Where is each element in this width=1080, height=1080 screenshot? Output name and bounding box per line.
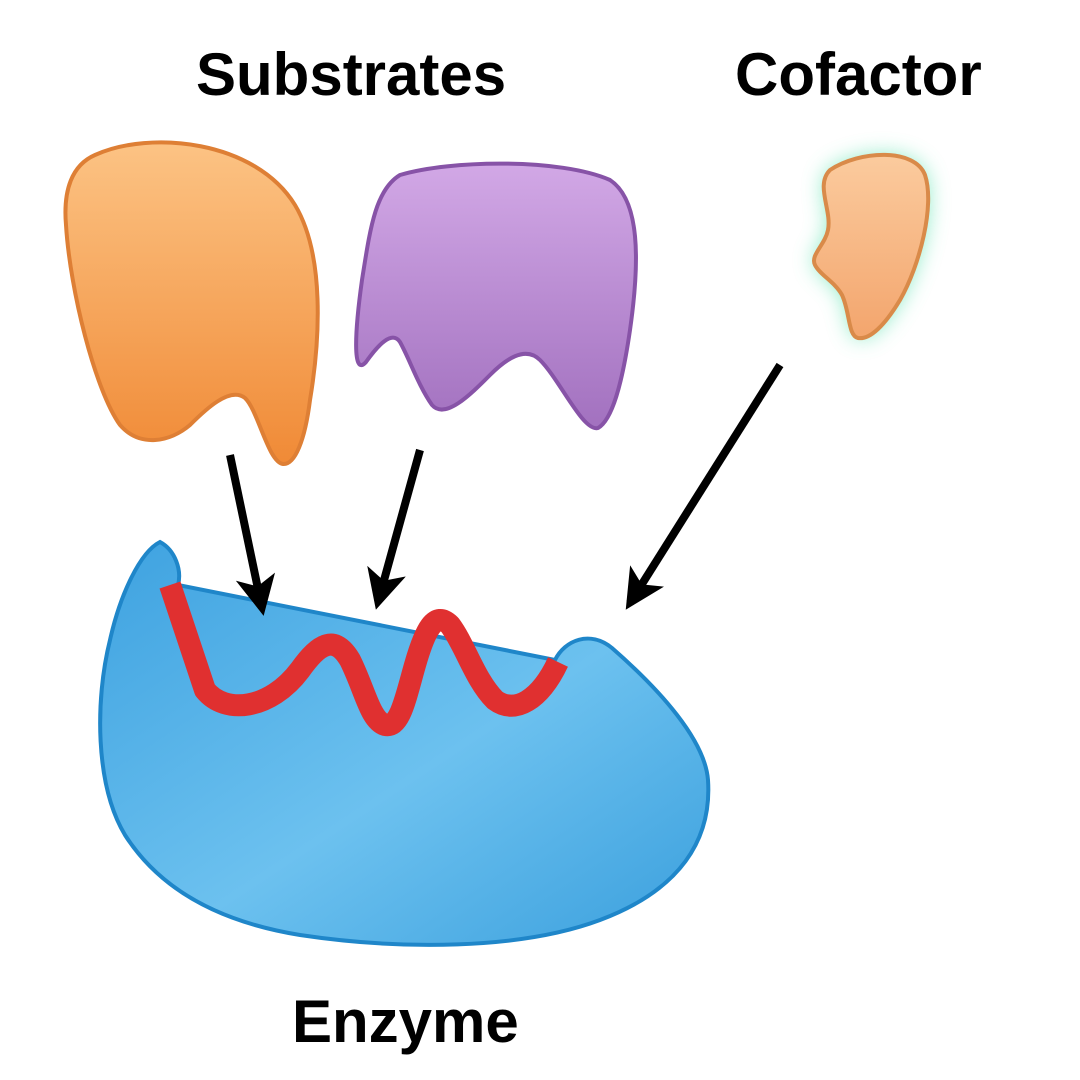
- substrates-label: Substrates: [196, 41, 507, 108]
- active-site: [159, 581, 568, 737]
- arrow-purple-substrate: [367, 448, 424, 610]
- enzyme-shape: [98, 539, 711, 947]
- cofactor-shape: [812, 152, 931, 341]
- enzyme-label: Enzyme: [292, 988, 519, 1055]
- cofactor-label: Cofactor: [735, 41, 982, 108]
- arrow-orange-substrate: [226, 454, 276, 616]
- arrow-cofactor: [625, 362, 784, 610]
- substrate-purple: [354, 161, 638, 431]
- substrate-orange: [63, 140, 320, 466]
